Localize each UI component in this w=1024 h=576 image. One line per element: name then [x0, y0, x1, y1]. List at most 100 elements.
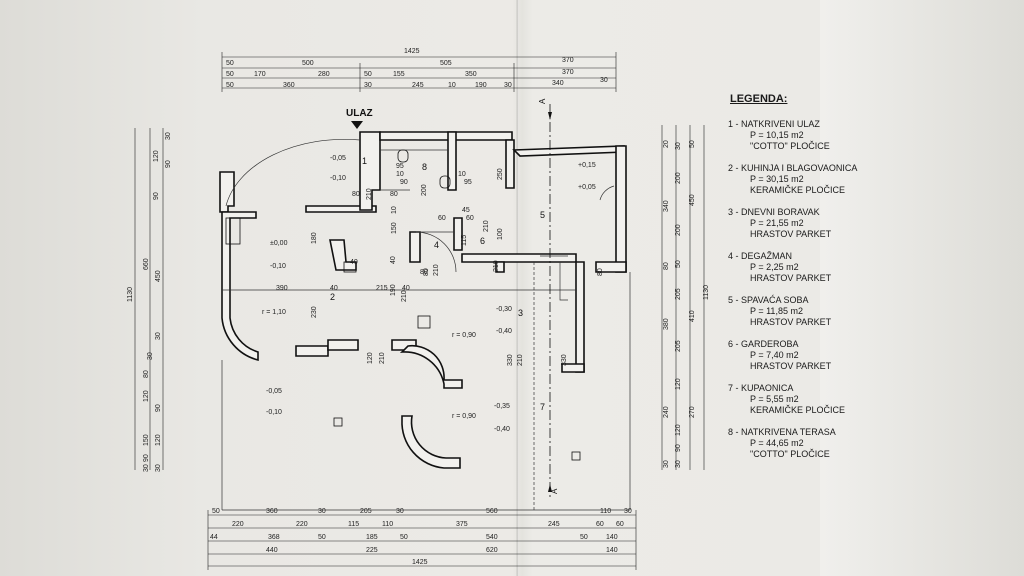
bottom-dim: 60: [596, 521, 604, 528]
inner-dim: 90: [400, 179, 408, 186]
inner-dims: 80 210 390 40 40 215 190 40 210 180 230 …: [276, 163, 604, 366]
inner-dim: 40: [402, 285, 410, 292]
inner-dim: 390: [276, 285, 288, 292]
legend-item-name: 3 - DNEVNI BORAVAK: [728, 207, 820, 217]
inner-dim: 210: [483, 220, 490, 232]
inner-dim: 210: [433, 264, 440, 276]
top-dim: 30: [504, 82, 512, 89]
legend: LEGENDA: 1 - NATKRIVENI ULAZ P = 10,15 m…: [728, 94, 888, 471]
level-mark: -0,05: [266, 388, 282, 395]
legend-item-area: P = 21,55 m2: [750, 218, 804, 228]
legend-item-name: 1 - NATKRIVENI ULAZ: [728, 119, 820, 129]
left-dim: 120: [153, 150, 160, 162]
left-dim: 30: [147, 352, 154, 360]
right-dim: 50: [675, 260, 682, 268]
right-dims: 20 30 50 200 340 450 200 50 1130 80 205 …: [663, 140, 710, 468]
right-dim: 120: [675, 378, 682, 390]
inner-dim: 80: [352, 191, 360, 198]
top-dim: 245: [412, 82, 424, 89]
inner-dim: 250: [497, 168, 504, 180]
legend-item-floor: KERAMIČKE PLOČICE: [750, 185, 846, 195]
top-dim: 50: [226, 71, 234, 78]
inner-dim: 210: [366, 188, 373, 200]
inner-dim: 60: [466, 215, 474, 222]
left-dim: 120: [143, 390, 150, 402]
left-dim: 90: [165, 160, 172, 168]
left-dim: 90: [153, 192, 160, 200]
left-dim: 120: [155, 434, 162, 446]
legend-item: 2 - KUHINJA I BLAGOVAONICA P = 30,15 m2 …: [728, 163, 888, 196]
inner-dim: 40: [390, 256, 397, 264]
bottom-dim: 50: [212, 508, 220, 515]
inner-dim: 210: [517, 354, 524, 366]
legend-item-floor: "COTTO" PLOČICE: [750, 141, 830, 151]
inner-dim: 150: [391, 222, 398, 234]
inner-dim: 330: [561, 354, 568, 366]
left-dim: 150: [143, 434, 150, 446]
legend-item-area: P = 11,85 m2: [750, 306, 803, 316]
top-dim: 50: [226, 82, 234, 89]
inner-dim: 230: [311, 306, 318, 318]
exterior-walls: [219, 131, 627, 469]
legend-item-area: P = 2,25 m2: [750, 262, 799, 272]
top-dim: 30: [600, 77, 608, 84]
radius-label: r = 0,90: [452, 413, 476, 420]
legend-item: 8 - NATKRIVENA TERASA P = 44,65 m2 "COTT…: [728, 427, 888, 460]
bottom-dim: 220: [296, 521, 308, 528]
legend-item-name: 7 - KUPAONICA: [728, 383, 794, 393]
level-mark: ±0,00: [270, 240, 288, 247]
right-dim: 450: [689, 194, 696, 206]
top-dim: 30: [364, 82, 372, 89]
left-dim: 30: [155, 332, 162, 340]
legend-item-name: 6 - GARDEROBA: [728, 339, 799, 349]
inner-dim: 40: [330, 285, 338, 292]
left-dim: 660: [143, 258, 150, 270]
right-dim: 30: [675, 460, 682, 468]
bottom-dimension-lines: [207, 510, 637, 570]
bottom-dim: 560: [486, 508, 498, 515]
left-dim: 30: [165, 132, 172, 140]
inner-dim: 40: [350, 259, 358, 266]
right-dim: 410: [689, 310, 696, 322]
right-dim: 240: [663, 406, 670, 418]
inner-dim: 95: [464, 179, 472, 186]
legend-item-area: P = 5,55 m2: [750, 394, 799, 404]
side-dimension-lines: [134, 125, 705, 470]
legend-item-area: P = 44,65 m2: [750, 438, 804, 448]
radius-label: r = 0,90: [452, 332, 476, 339]
room-number: 2: [330, 292, 335, 302]
legend-item-floor: HRASTOV PARKET: [750, 273, 832, 283]
level-mark: -0,40: [494, 426, 510, 433]
top-dimension-lines: [221, 52, 617, 92]
inner-dim: 80: [420, 269, 428, 276]
inner-dim: 80: [597, 268, 604, 276]
left-dim: 90: [155, 404, 162, 412]
right-dim: 205: [675, 340, 682, 352]
room-number: 4: [434, 240, 439, 250]
inner-dim: 10: [458, 171, 466, 178]
left-dim: 450: [155, 270, 162, 282]
inner-dim: 115: [461, 235, 468, 246]
top-dim: 505: [440, 60, 452, 67]
inner-dim: 80: [390, 191, 398, 198]
bottom-dim: 110: [600, 508, 611, 515]
right-dim: 50: [689, 140, 696, 148]
right-dim: 80: [663, 262, 670, 270]
legend-title: LEGENDA:: [730, 93, 788, 105]
left-dims: 30 120 90 90 660 450 1130 30 30 80 120 9…: [127, 132, 172, 472]
top-dim: 370: [562, 57, 574, 64]
inner-dim: 210: [401, 290, 408, 302]
inner-dim: 10: [396, 171, 404, 178]
level-mark: +0,05: [578, 184, 596, 191]
right-dim: 380: [663, 318, 670, 330]
right-dim: 200: [675, 224, 682, 236]
paper-right-sheet: [820, 0, 1024, 576]
inner-dim: 215: [376, 285, 388, 292]
fixtures: [225, 149, 581, 461]
legend-item-floor: HRASTOV PARKET: [750, 317, 832, 327]
left-dim: 1130: [127, 287, 134, 302]
right-dim: 205: [675, 288, 682, 300]
level-mark: -0,30: [496, 306, 512, 313]
bottom-dim: 440: [266, 547, 278, 554]
